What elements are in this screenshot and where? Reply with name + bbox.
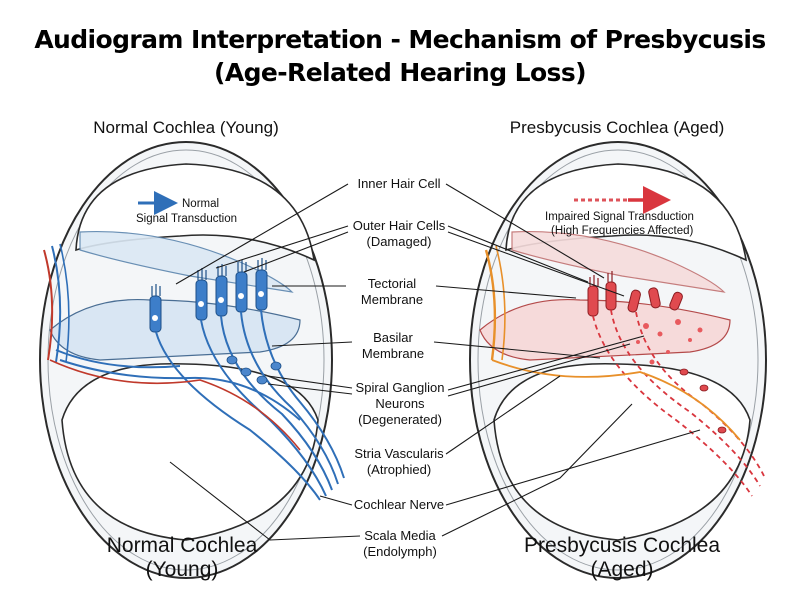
- leader-lines: [169, 183, 701, 541]
- normal-arrow-text-2: Signal Transduction: [136, 213, 237, 225]
- label-tectorial: Tectorial: [368, 276, 417, 291]
- label-basilar-sub: Membrane: [362, 346, 424, 361]
- normal-cochlea: Normal Signal Transduction: [39, 141, 345, 579]
- page-title: Audiogram Interpretation - Mechanism of …: [34, 25, 766, 54]
- center-labels: Inner Hair Cell Outer Hair Cells (Damage…: [353, 176, 446, 559]
- right-caption: Presbycusis Cochlea (Aged): [492, 534, 752, 582]
- label-scala-media: Scala Media: [364, 528, 436, 543]
- page-subtitle: (Age-Related Hearing Loss): [214, 58, 586, 87]
- label-stria-vascularis-sub: (Atrophied): [367, 462, 431, 477]
- aged-arrow-text-1: Impaired Signal Transduction: [545, 211, 694, 223]
- aged-cochlea: Impaired Signal Transduction (High Frequ…: [469, 141, 767, 579]
- right-caption-line1: Presbycusis Cochlea: [523, 534, 721, 557]
- label-cochlear-nerve: Cochlear Nerve: [354, 497, 444, 512]
- label-spiral-ganglion-sub: Neurons: [375, 396, 425, 411]
- label-scala-media-sub: (Endolymph): [363, 544, 437, 559]
- label-basilar: Basilar: [373, 330, 413, 345]
- left-caption: Normal Cochlea (Young): [52, 534, 312, 582]
- label-inner-hair-cell: Inner Hair Cell: [357, 176, 440, 191]
- right-caption-line2: (Aged): [590, 558, 654, 581]
- label-stria-vascularis: Stria Vascularis: [354, 446, 444, 461]
- aged-arrow-text-2: (High Frequencies Affected): [551, 225, 694, 237]
- normal-arrow-text-1: Normal: [182, 198, 219, 210]
- label-tectorial-sub: Membrane: [361, 292, 423, 307]
- label-spiral-ganglion: Spiral Ganglion: [356, 380, 445, 395]
- left-caption-line1: Normal Cochlea: [106, 534, 258, 557]
- right-heading: Presbycusis Cochlea (Aged): [509, 118, 725, 137]
- left-heading: Normal Cochlea (Young): [93, 118, 279, 137]
- label-spiral-ganglion-sub2: (Degenerated): [358, 412, 442, 427]
- label-outer-hair-cells: Outer Hair Cells: [353, 218, 446, 233]
- left-caption-line2: (Young): [145, 558, 219, 581]
- label-outer-hair-cells-sub: (Damaged): [366, 234, 431, 249]
